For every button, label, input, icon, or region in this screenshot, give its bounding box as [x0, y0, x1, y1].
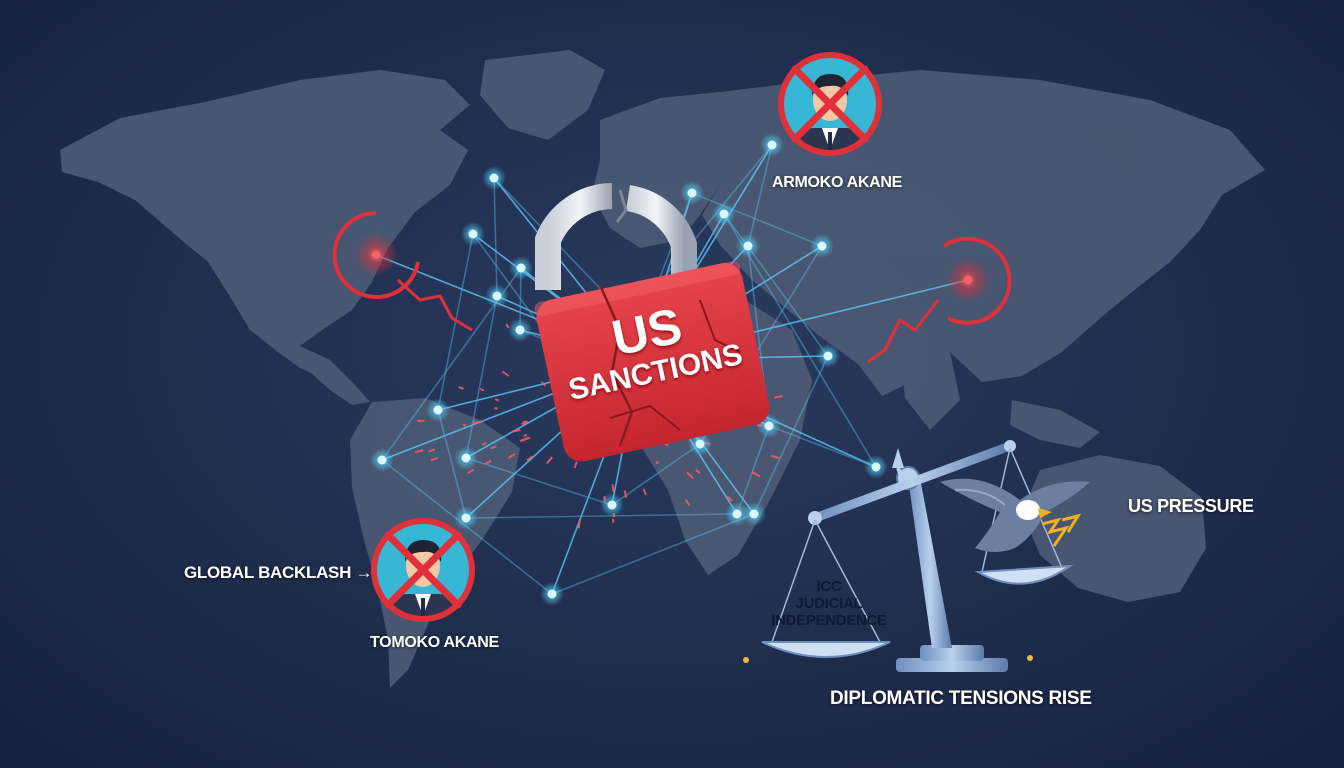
- spark: [430, 456, 439, 462]
- spark: [523, 434, 528, 437]
- network-node: [767, 140, 777, 150]
- icc-line1: ICC: [816, 578, 842, 595]
- network-link: [465, 513, 738, 519]
- spark: [623, 490, 628, 498]
- person-icon: [778, 52, 882, 156]
- spark: [512, 429, 521, 433]
- network-link: [551, 513, 755, 595]
- spark: [774, 395, 783, 399]
- network-link: [611, 443, 701, 506]
- spark: [479, 388, 485, 392]
- spark: [414, 449, 424, 454]
- spark: [505, 323, 510, 329]
- spark: [655, 460, 659, 465]
- network-link: [753, 355, 829, 515]
- padlock-icon: [534, 183, 770, 462]
- north-america-shape: [60, 70, 470, 376]
- spark: [611, 484, 615, 493]
- network-node: [492, 291, 502, 301]
- spark: [494, 407, 498, 410]
- us-pressure-label: US PRESSURE: [1128, 496, 1254, 516]
- target-ring-icon: [332, 211, 473, 332]
- central-america-shape: [300, 346, 370, 405]
- spark: [684, 499, 691, 507]
- australia-shape: [1022, 455, 1206, 602]
- network-node: [516, 263, 526, 273]
- icc-line3: INDEPENDENCE: [771, 612, 887, 629]
- network-node: [719, 209, 729, 219]
- target-ring-icon: [867, 236, 1012, 364]
- network-node: [749, 509, 759, 519]
- spark: [755, 473, 761, 478]
- spark: [521, 436, 531, 442]
- eagle-icon: [940, 478, 1090, 552]
- balance-scale-icon: [743, 440, 1074, 672]
- spark: [484, 459, 492, 466]
- spark: [642, 488, 647, 496]
- spark: [726, 495, 733, 502]
- india-shape: [900, 350, 960, 430]
- greenland-shape: [480, 50, 605, 140]
- network-nodes: [370, 133, 888, 606]
- icc-line2: JUDICIAL: [795, 595, 863, 612]
- spark: [541, 381, 547, 387]
- global-backlash-label: GLOBAL BACKLASH →: [184, 563, 373, 582]
- japan-shape: [1102, 228, 1128, 290]
- spark: [507, 453, 516, 459]
- network-node: [547, 589, 557, 599]
- network-node: [817, 241, 827, 251]
- icc-pan-label: ICC JUDICIAL INDEPENDENCE: [754, 578, 904, 629]
- person-icon: [371, 518, 475, 622]
- spark: [573, 461, 578, 469]
- network-node: [764, 421, 774, 431]
- spark: [490, 445, 497, 450]
- network-node: [732, 509, 742, 519]
- spark: [501, 370, 510, 377]
- spark: [695, 469, 701, 475]
- network-link: [747, 144, 773, 247]
- spark: [467, 468, 475, 474]
- spark: [577, 520, 581, 529]
- network-node: [433, 405, 443, 415]
- network-node: [871, 462, 881, 472]
- network-link: [437, 409, 467, 519]
- diplomatic-tensions-label: DIPLOMATIC TENSIONS RISE: [830, 688, 1092, 709]
- network-node: [515, 325, 525, 335]
- network-node: [461, 453, 471, 463]
- network-node: [687, 188, 697, 198]
- network-node: [468, 229, 478, 239]
- network-node: [377, 455, 387, 465]
- spark: [458, 386, 464, 390]
- network-node: [695, 439, 705, 449]
- person-name-top: ARMOKO AKANE: [772, 174, 903, 191]
- spark: [428, 448, 436, 453]
- network-node: [743, 241, 753, 251]
- network-node: [461, 513, 471, 523]
- network-node: [823, 351, 833, 361]
- network-link: [465, 295, 498, 459]
- spark: [770, 454, 780, 460]
- network-link: [691, 192, 823, 247]
- spark: [526, 455, 534, 462]
- continents: [60, 50, 1265, 688]
- spark: [494, 398, 499, 402]
- network-link: [437, 233, 474, 411]
- spark: [481, 442, 487, 446]
- network-node: [607, 500, 617, 510]
- spark: [546, 456, 553, 465]
- person-name-bottom: TOMOKO AKANE: [370, 634, 499, 651]
- islands-shape: [1010, 400, 1100, 448]
- spark: [686, 471, 694, 480]
- network-link: [493, 177, 498, 297]
- network-node: [489, 173, 499, 183]
